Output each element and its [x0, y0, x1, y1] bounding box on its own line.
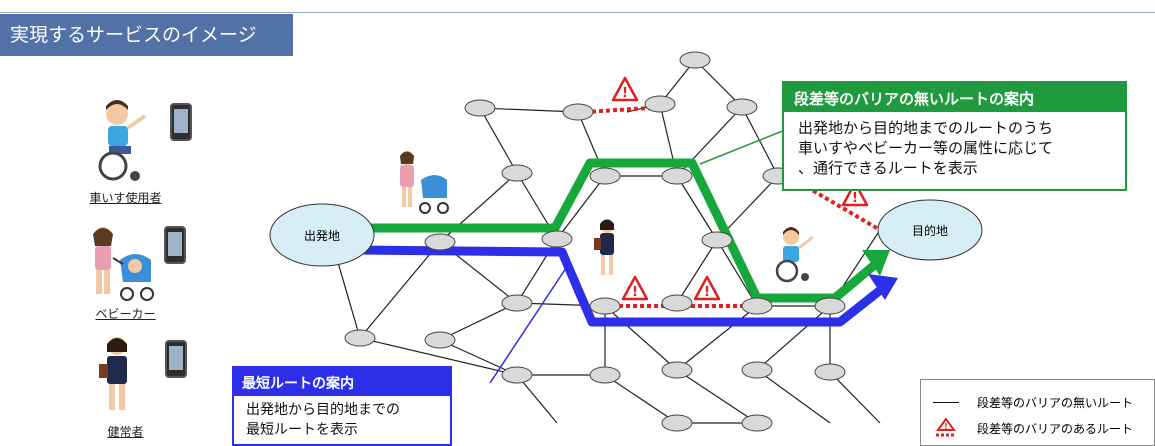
network-nodes	[344, 51, 846, 432]
start-node	[269, 203, 375, 267]
shortest-route-arrowhead	[868, 274, 898, 300]
barrier-free-route-arrowhead	[862, 250, 890, 276]
smartphone-icon	[165, 340, 187, 378]
walking-person-icon	[594, 219, 614, 275]
smartphone-icon	[164, 226, 186, 264]
shortest-route-callout-body: 出発地から目的地までの 最短ルートを表示	[234, 396, 450, 444]
user-label-stroller: ベビーカー	[95, 307, 156, 321]
page-title: 実現するサービスのイメージ	[0, 14, 293, 56]
user-label-walking: 健常者	[107, 425, 144, 439]
legend-item-with-barrier: ! 段差等のバリアのあるルート	[933, 418, 1133, 438]
svg-text:!: !	[944, 422, 948, 431]
warning-icon: !	[611, 76, 639, 102]
smartphone-icon	[170, 103, 192, 141]
shortest-route-callout-line: 出発地から目的地までの	[246, 402, 400, 418]
shortest-route	[359, 245, 886, 327]
user-label-wheelchair: 車いす使用者	[89, 191, 162, 205]
legend-item-no-barrier: 段差等のバリアの無いルート	[933, 394, 1133, 411]
goal-node	[877, 199, 983, 261]
svg-text:!: !	[632, 285, 638, 300]
shortest-route-callout-title: 最短ルートの案内	[234, 368, 450, 396]
warning-icon: !	[693, 275, 721, 301]
start-label: 出発地	[304, 229, 340, 243]
barrier-free-callout-line: 車いすやベビーカー等の属性に応じて	[798, 139, 1054, 157]
warning-icon: !	[621, 275, 649, 301]
stroller-user-icon	[400, 151, 449, 214]
shortest-route-callout: 最短ルートの案内 出発地から目的地までの 最短ルートを表示	[232, 366, 452, 446]
legend-label-no-barrier: 段差等のバリアの無いルート	[977, 396, 1134, 410]
wheelchair-user-icon	[775, 227, 814, 283]
warning-icon: !	[841, 181, 869, 207]
top-divider	[0, 12, 1155, 13]
walking-person-icon	[99, 337, 127, 410]
shortest-route-callout-line: 最短ルートを表示	[246, 422, 358, 438]
green-callout-connector	[699, 129, 786, 165]
svg-text:!: !	[852, 191, 858, 206]
legend: 段差等のバリアの無いルート ! 段差等のバリアのあるルート	[920, 379, 1155, 446]
barrier-free-callout-line: 、通行できるルートを表示	[798, 159, 978, 177]
blue-callout-connector	[489, 261, 571, 384]
svg-text:!: !	[704, 285, 710, 300]
legend-label-with-barrier: 段差等のバリアのあるルート	[977, 421, 1134, 436]
barrier-free-callout-body: 出発地から目的地までのルートのうち 車いすやベビーカー等の属性に応じて 、通行で…	[784, 112, 1125, 184]
goal-label: 目的地	[912, 223, 948, 238]
barrier-free-callout: 段差等のバリアの無いルートの案内 出発地から目的地までのルートのうち 車いすやベ…	[782, 81, 1127, 191]
svg-text:!: !	[622, 86, 628, 101]
barrier-free-callout-line: 出発地から目的地までのルートのうち	[798, 119, 1054, 137]
wheelchair-user-icon	[98, 100, 147, 181]
barrier-free-callout-title: 段差等のバリアの無いルートの案内	[784, 83, 1125, 112]
stroller-user-icon	[93, 227, 154, 301]
route-line-icon	[933, 402, 959, 403]
warning-icon: !	[936, 418, 956, 437]
